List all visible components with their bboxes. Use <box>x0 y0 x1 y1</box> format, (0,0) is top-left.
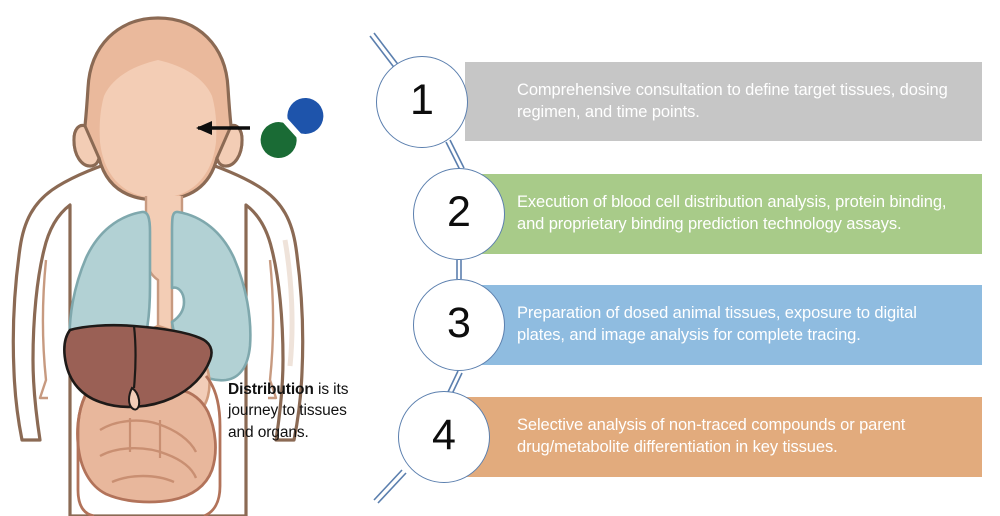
step-bar-1[interactable]: Comprehensive consultation to define tar… <box>465 62 982 141</box>
distribution-caption: Distribution is its journey to tissues a… <box>228 379 358 443</box>
step-bar-4[interactable]: Selective analysis of non-traced compoun… <box>465 397 982 477</box>
process-flow: Comprehensive consultation to define tar… <box>348 0 1000 516</box>
step-number-1: 1 <box>410 75 434 124</box>
step-bar-2[interactable]: Execution of blood cell distribution ana… <box>465 174 982 254</box>
connector-1-2 <box>445 141 461 171</box>
left-arrow <box>196 121 250 135</box>
step-bar-3[interactable]: Preparation of dosed animal tissues, exp… <box>465 285 982 365</box>
step-circle-3[interactable]: 3 <box>413 279 505 371</box>
caption-lead: Distribution <box>228 381 314 398</box>
step-number-3: 3 <box>447 298 471 347</box>
anatomy-illustration-panel <box>0 0 360 516</box>
step-number-2: 2 <box>447 187 471 236</box>
connector-tail-top <box>369 35 397 71</box>
arm-contours <box>38 239 295 400</box>
connector-3-4 <box>447 370 459 393</box>
connector-tail-bottom <box>373 469 403 501</box>
human-body-anatomy-figure <box>11 16 324 516</box>
step-text-1: Comprehensive consultation to define tar… <box>517 80 948 121</box>
liver <box>63 323 213 411</box>
step-circle-2[interactable]: 2 <box>413 168 505 260</box>
step-circle-1[interactable]: 1 <box>376 56 468 148</box>
step-text-2: Execution of blood cell distribution ana… <box>517 193 947 233</box>
intestines <box>76 375 222 516</box>
caption-rest: is its journey to tissues and organs. <box>228 381 349 441</box>
step-circle-4[interactable]: 4 <box>398 391 490 483</box>
head <box>72 16 244 202</box>
step-text-3: Preparation of dosed animal tissues, exp… <box>517 304 917 344</box>
step-number-4: 4 <box>432 410 456 459</box>
pill-capsule <box>260 97 324 159</box>
step-text-4: Selective analysis of non-traced compoun… <box>517 416 906 456</box>
